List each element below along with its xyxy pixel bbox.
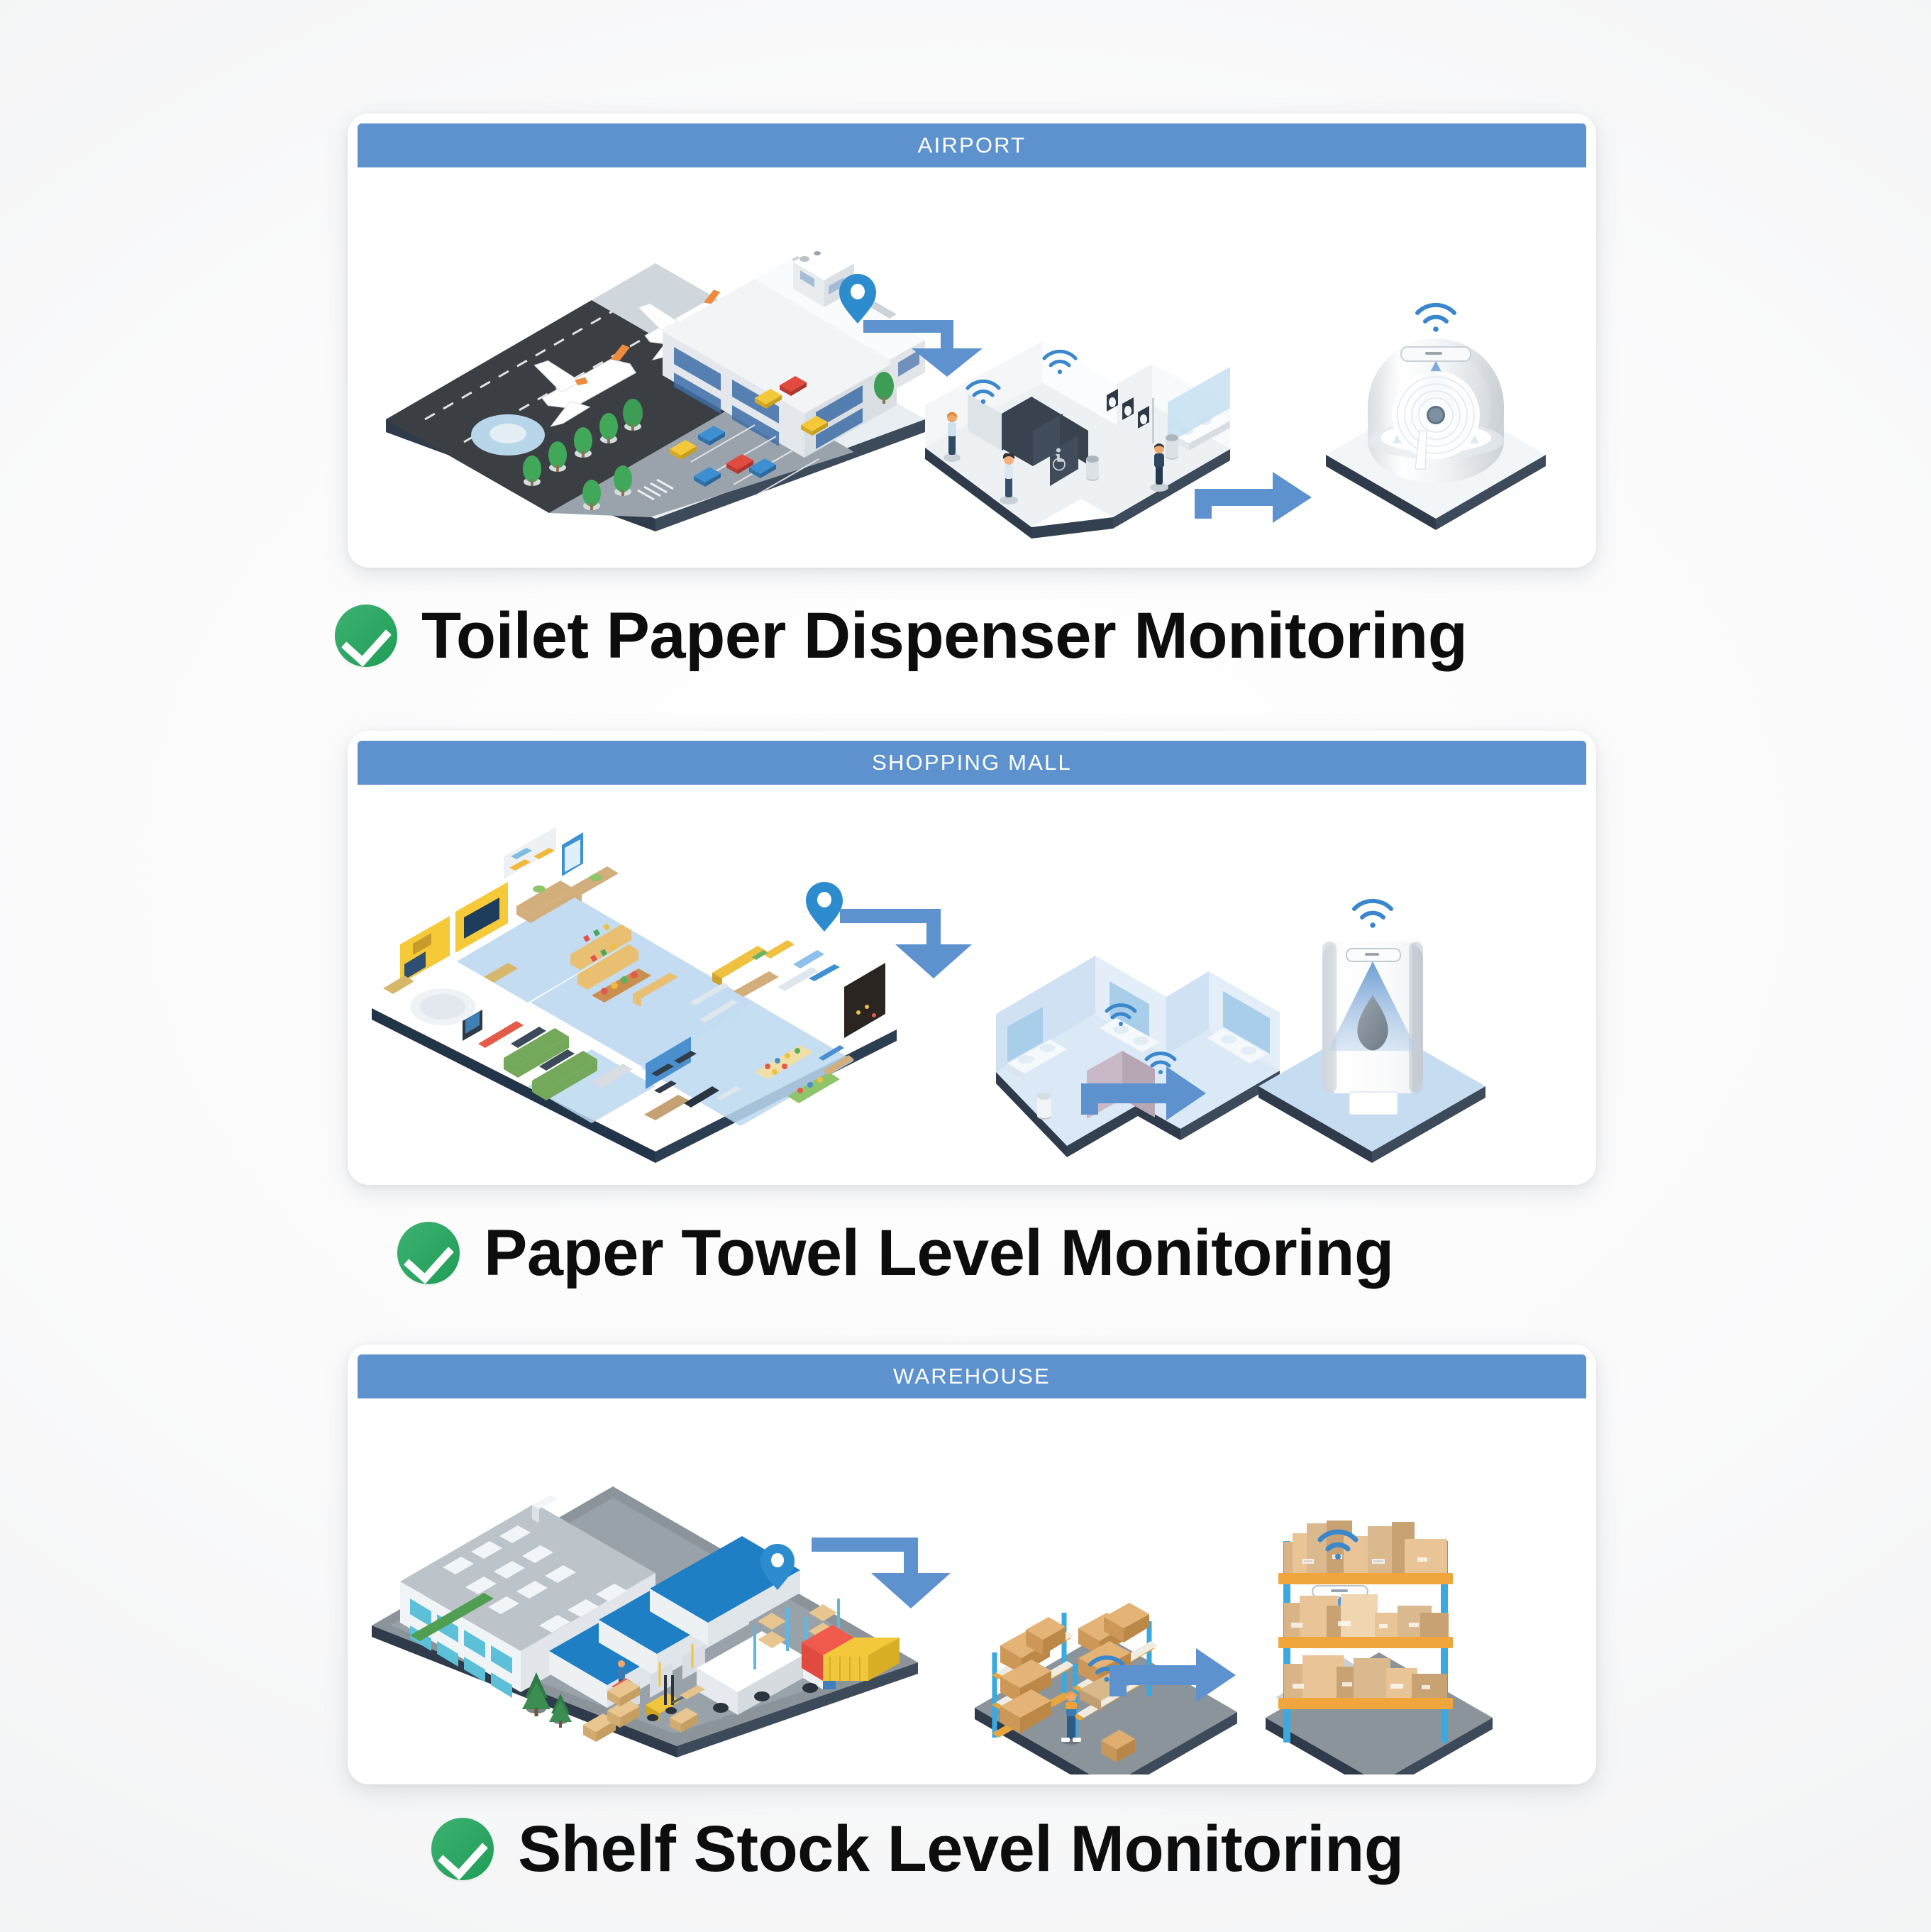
check-circle-icon: [431, 1818, 494, 1880]
map-pin-icon: [806, 882, 843, 932]
mall-restroom: [996, 956, 1280, 1157]
arrow-mall-to-restroom: [840, 909, 972, 978]
card-header-label-airport: AIRPORT: [917, 133, 1027, 158]
arrow-exterior-to-interior: [812, 1538, 951, 1608]
arrow-restroom-to-dispenser: [1081, 1066, 1206, 1120]
airport-isometric-scene: [358, 167, 1586, 558]
trees: [523, 372, 894, 510]
card-header-airport: AIRPORT: [358, 123, 1586, 167]
semi-truck: [697, 1631, 836, 1715]
caption-shopping-mall: Paper Towel Level Monitoring: [397, 1220, 1394, 1286]
warehouse-isometric-scene: [358, 1398, 1586, 1774]
arrow-interior-to-shelf: [1110, 1648, 1236, 1702]
card-shopping-mall: SHOPPING MALL: [348, 731, 1596, 1185]
wifi-signal-icon: [966, 349, 1078, 404]
sensor-shelf: [1266, 1520, 1493, 1774]
card-header-warehouse: WAREHOUSE: [358, 1354, 1586, 1398]
caption-text-warehouse: Shelf Stock Level Monitoring: [518, 1813, 1404, 1885]
wifi-signal-icon: [1415, 302, 1456, 332]
warehouse-exterior: [372, 1486, 918, 1757]
card-header-shopping-mall: SHOPPING MALL: [358, 741, 1586, 785]
map-pin-icon: [839, 274, 876, 324]
card-inner-warehouse: WAREHOUSE: [358, 1354, 1586, 1774]
warehouse-scene-svg: [372, 1486, 1493, 1774]
paper-towel-dispenser: [1258, 898, 1485, 1163]
pallets: [583, 1679, 698, 1742]
card-airport: AIRPORT: [348, 114, 1596, 568]
shipping-container: [802, 1625, 900, 1681]
card-header-label-shopping-mall: SHOPPING MALL: [872, 750, 1072, 775]
warehouse-roof: [549, 1536, 800, 1708]
people: [944, 412, 1168, 504]
caption-warehouse: Shelf Stock Level Monitoring: [431, 1816, 1404, 1882]
cars: [670, 376, 828, 487]
terminal-building: [663, 259, 925, 458]
card-inner-shopping-mall: SHOPPING MALL: [358, 741, 1586, 1175]
caption-text-shopping-mall: Paper Towel Level Monitoring: [484, 1217, 1394, 1289]
caption-airport: Toilet Paper Dispenser Monitoring: [335, 600, 1468, 672]
arrow-restroom-to-dispenser: [1195, 472, 1312, 523]
airport-scene-svg: [386, 245, 1546, 539]
card-inner-airport: AIRPORT: [358, 123, 1586, 558]
mall-floorplan: [372, 827, 897, 1163]
card-warehouse: WAREHOUSE: [348, 1345, 1596, 1784]
wifi-signal-icon: [1105, 1003, 1177, 1074]
airport-restroom: [925, 341, 1230, 539]
worker: [1061, 1691, 1081, 1745]
forklift: [646, 1675, 705, 1722]
wifi-signal-icon: [1352, 898, 1393, 928]
control-tower: [793, 245, 854, 307]
caption-text-airport: Toilet Paper Dispenser Monitoring: [421, 600, 1468, 672]
card-body-airport: [358, 167, 1586, 558]
check-circle-icon: [397, 1222, 460, 1284]
card-body-shopping-mall: [358, 785, 1586, 1175]
airport-exterior: [386, 245, 925, 531]
check-circle-icon: [335, 605, 397, 667]
card-header-label-warehouse: WAREHOUSE: [893, 1364, 1051, 1389]
shopping-mall-isometric-scene: [358, 785, 1586, 1175]
map-pin-icon: [760, 1544, 795, 1590]
arrow-exterior-to-restroom: [863, 320, 983, 377]
card-body-warehouse: [358, 1398, 1586, 1774]
wifi-signal-icon: [1317, 1529, 1359, 1560]
toilet-paper-dispenser: [1326, 302, 1546, 530]
mall-scene-svg: [372, 827, 1485, 1163]
